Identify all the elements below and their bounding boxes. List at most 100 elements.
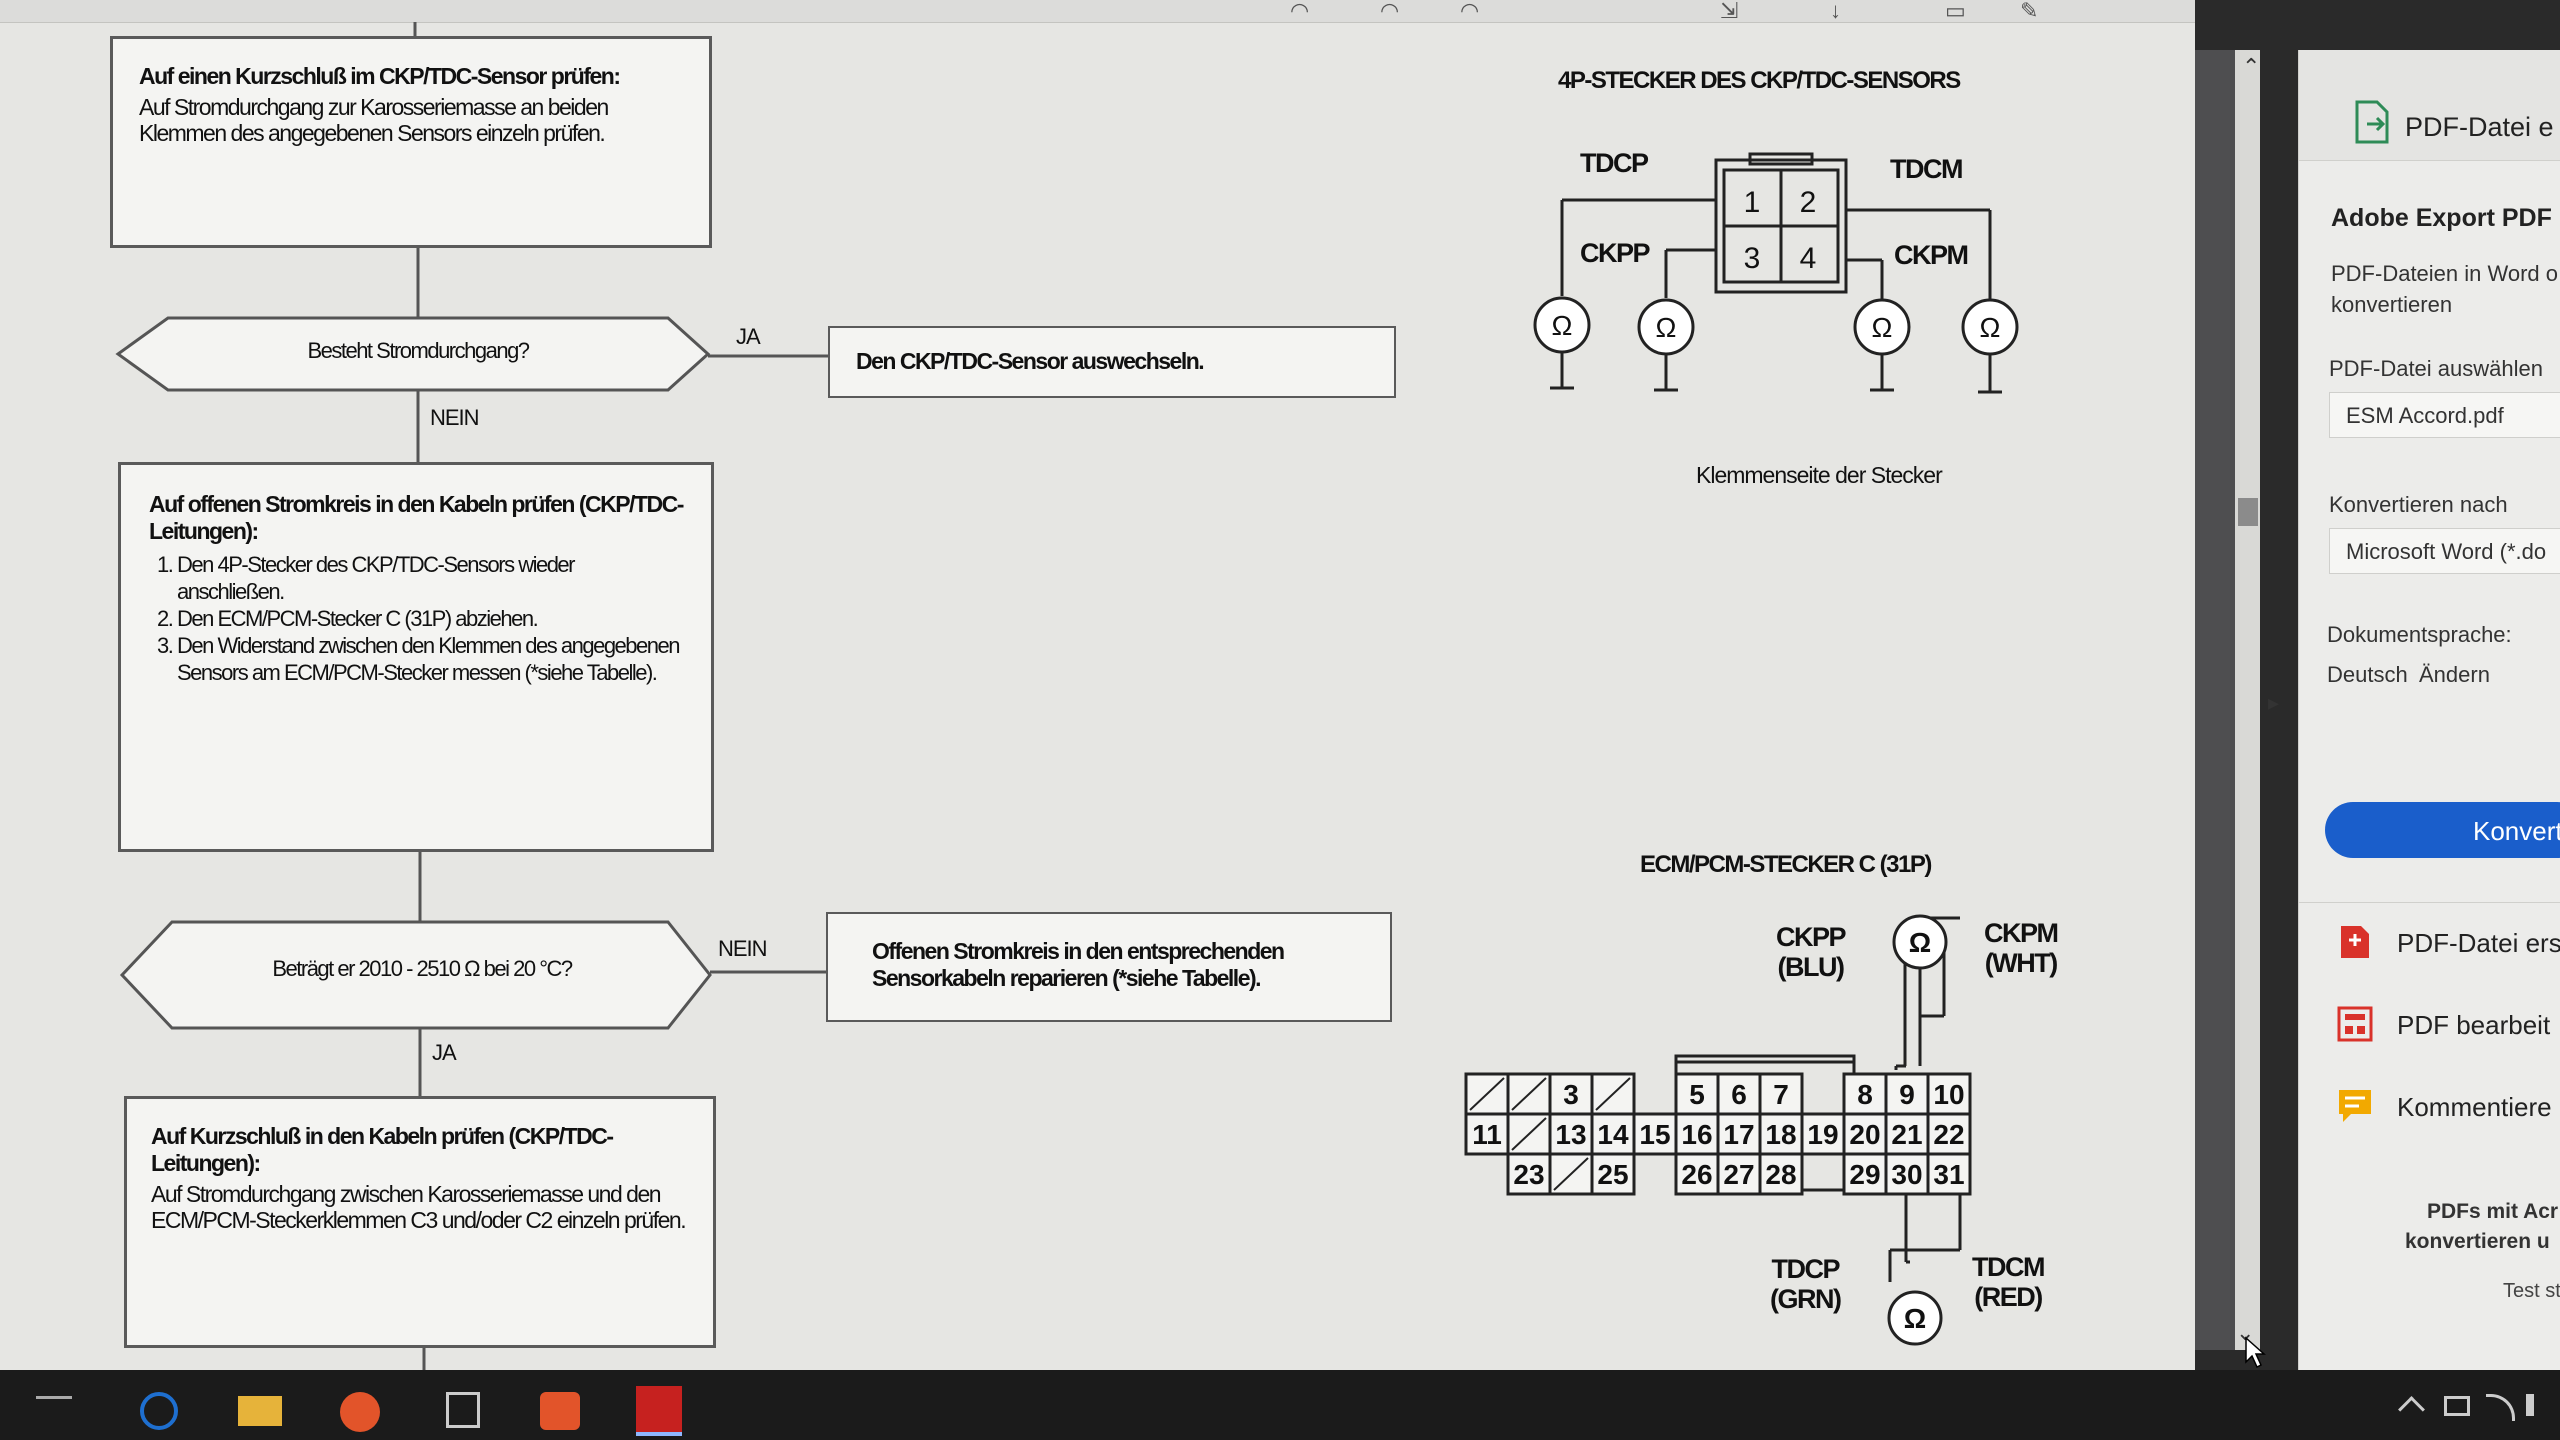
tool-create-pdf[interactable]: PDF-Datei ers [2299, 912, 2560, 972]
ohmmeter-symbol-31p-top: Ω [1909, 927, 1931, 958]
pin-r1-0-blank-mark [1469, 1077, 1505, 1111]
pin-r1-4-label: 5 [1689, 1079, 1705, 1110]
show-hidden-icons-icon[interactable] [2398, 1396, 2425, 1423]
connector-4p-caption: Klemmenseite der Stecker [1696, 462, 1943, 488]
scrollbar-gutter [2235, 50, 2260, 1350]
pin-r3-0-cell [1506, 1152, 1552, 1196]
pen-icon[interactable]: ✎ [2020, 0, 2039, 23]
wire-short-check-box: Auf Kurzschluß in den Kabeln prüfen (CKP… [124, 1096, 716, 1348]
scrollbar-thumb[interactable] [2238, 498, 2258, 526]
ckpm-label-31p: CKPM(WHT) [1984, 918, 2059, 978]
decision-continuity-yes-label: JA [736, 324, 761, 349]
file-explorer-icon[interactable] [238, 1396, 282, 1426]
language-label: Dokumentsprache: [2327, 622, 2512, 647]
panel-collapse-icon[interactable]: ▸ [2268, 690, 2280, 715]
scroll-down-icon[interactable]: ⌄ [2236, 1320, 2255, 1345]
replace-sensor-text: Den CKP/TDC-Sensor auswechseln. [856, 348, 1205, 374]
promo-line-1: PDFs mit Acr [2427, 1200, 2559, 1223]
ckpp-label-31p-color: (BLU) [1777, 952, 1845, 982]
export-pdf-header-text: PDF-Datei e [2405, 112, 2554, 142]
fit-page-icon[interactable]: ◠ [1460, 0, 1480, 23]
task-view-icon[interactable] [36, 1396, 72, 1419]
convert-button-label: Konvert [2473, 816, 2560, 846]
wifi-icon[interactable] [2486, 1394, 2515, 1421]
volume-icon[interactable] [2526, 1394, 2544, 1416]
decision-diamond-1 [115, 316, 711, 392]
pin-r3-8-cell [1926, 1152, 1972, 1196]
short-circuit-check-title: Auf einen Kurzschluß im CKP/TDC-Sensor p… [139, 63, 621, 89]
promo-trial-link[interactable]: Test st [2503, 1280, 2560, 1302]
decision-continuity-text: Besteht Stromdurchgang? [307, 338, 530, 363]
pin-r3-2-label: 25 [1597, 1159, 1628, 1190]
pin-r2-4-label: 15 [1639, 1119, 1670, 1150]
calculator-icon[interactable] [446, 1392, 480, 1428]
convert-to-select[interactable]: Microsoft Word (*.do [2329, 528, 2560, 574]
zoom-out-icon[interactable]: ◠ [1290, 0, 1310, 23]
pin-r3-6-cell [1842, 1152, 1888, 1196]
acrobat-reader-icon[interactable] [636, 1386, 682, 1436]
pdf-document-view[interactable]: ◠ ◠ ◠ ⇲ ↓ ▭ ✎ Auf einen Kurzschluß im CK… [0, 0, 2195, 1370]
export-pdf-header[interactable]: PDF-Datei e [2299, 50, 2560, 161]
tool-create-pdf-label: PDF-Datei ers [2397, 928, 2560, 958]
tool-comment[interactable]: Kommentiere [2299, 1076, 2560, 1136]
export-pdf-description: PDF-Dateien in Word o konvertieren [2331, 261, 2559, 317]
ohmmeter-group-31p [1887, 914, 1948, 1346]
ohmmeter-symbol-4: Ω [1980, 312, 2001, 343]
open-circuit-step-3: Den Widerstand zwischen den Klemmen des … [177, 632, 683, 686]
pin-r1-5-cell [1716, 1072, 1762, 1116]
selected-file-field[interactable]: ESM Accord.pdf [2329, 392, 2560, 438]
tdcp-label-31p-name: TDCP [1771, 1254, 1840, 1284]
tdcm-label-4p: TDCM [1890, 154, 1963, 184]
export-pdf-panel: PDF-Datei e Adobe Export PDF PDF-Dateien… [2298, 50, 2560, 1372]
firefox-icon[interactable] [340, 1392, 380, 1432]
pin-r3-3-label: 26 [1681, 1159, 1712, 1190]
pin-r2-10-cell [1884, 1112, 1930, 1156]
pin-r1-2-label: 3 [1563, 1079, 1579, 1110]
language-change-link[interactable]: Ändern [2419, 662, 2490, 687]
comment-icon[interactable]: ▭ [1945, 0, 1966, 23]
pin-2-label: 2 [1800, 186, 1817, 219]
decision-resistance-no-label: NEIN [718, 936, 768, 961]
crop-icon[interactable]: ⇲ [1720, 0, 1739, 23]
open-circuit-step-1: Den 4P-Stecker des CKP/TDC-Sensors wiede… [177, 551, 683, 605]
scrollbar-track[interactable] [2195, 50, 2235, 1350]
pdf-toolbar: ◠ ◠ ◠ ⇲ ↓ ▭ ✎ [0, 0, 2195, 23]
pin-r1-3-blank-mark [1595, 1077, 1631, 1111]
battery-icon[interactable] [2444, 1396, 2470, 1416]
mouse-cursor-icon [2245, 1336, 2266, 1369]
convert-to-label: Konvertieren nach [2329, 492, 2508, 517]
ckpm-label-31p-color: (WHT) [1984, 948, 2058, 978]
repair-open-circuit-text: Offenen Stromkreis in den entsprechenden… [872, 938, 1285, 991]
wire-short-check-body: Auf Stromdurchgang zwischen Karosseriema… [151, 1181, 687, 1233]
edge-browser-icon[interactable] [140, 1392, 178, 1430]
download-icon[interactable]: ↓ [1830, 0, 1841, 23]
tool-comment-label: Kommentiere [2397, 1092, 2552, 1122]
ohmmeter-symbol-2: Ω [1656, 312, 1677, 343]
tool-edit-pdf[interactable]: PDF bearbeit [2299, 994, 2560, 1054]
open-circuit-check-box: Auf offenen Stromkreis in den Kabeln prü… [118, 462, 714, 852]
language-value: Deutsch [2327, 662, 2408, 687]
zoom-in-icon[interactable]: ◠ [1380, 0, 1400, 23]
pin-r2-7-label: 18 [1765, 1119, 1796, 1150]
ckpm-label-4p: CKPM [1894, 240, 1969, 270]
windows-taskbar [0, 1370, 2560, 1440]
open-circuit-step-2: Den ECM/PCM-Stecker C (31P) abziehen. [177, 605, 683, 632]
decision-diamond-2 [119, 920, 712, 1030]
pin-3-label: 3 [1744, 242, 1761, 275]
repair-open-circuit-box: Offenen Stromkreis in den entsprechenden… [826, 912, 1392, 1022]
ckpp-label-31p-name: CKPP [1776, 922, 1847, 952]
scroll-up-icon[interactable]: ⌃ [2242, 54, 2261, 79]
flowchart-lines [115, 22, 828, 1370]
convert-button[interactable]: Konvert [2325, 802, 2560, 858]
pin-r2-2-label: 13 [1555, 1119, 1586, 1150]
connector-4p-diagram: 1 2 3 4 Ω Ω Ω Ω [1533, 152, 2019, 394]
wire-short-check-title: Auf Kurzschluß in den Kabeln prüfen (CKP… [151, 1123, 614, 1176]
pin-r2-1-blank-mark [1511, 1117, 1547, 1151]
media-player-icon[interactable] [540, 1392, 580, 1430]
pin-r2-9-cell [1842, 1112, 1888, 1156]
pin-r3-0-label: 23 [1513, 1159, 1544, 1190]
ohmmeter-group-4p [1533, 296, 2019, 394]
pin-r2-10-label: 21 [1891, 1119, 1922, 1150]
